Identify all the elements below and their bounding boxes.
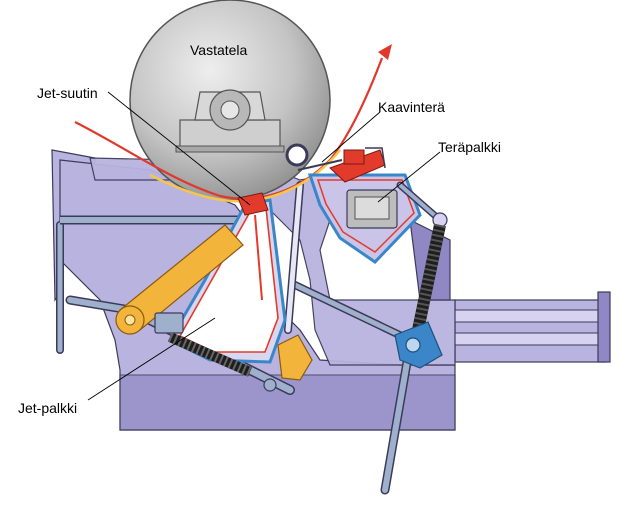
jet-beam <box>167 192 287 364</box>
label-terapalkki: Teräpalkki <box>438 139 501 155</box>
web-direction-arrow-icon <box>378 44 392 60</box>
leader-jet-suutin <box>107 91 251 206</box>
jet-beam-spring <box>167 332 277 392</box>
label-vastatela: Vastatela <box>190 42 248 58</box>
leader-terapalkki <box>377 151 441 203</box>
label-jet-palkki: Jet-palkki <box>18 400 77 416</box>
right-beam-rails <box>454 291 611 363</box>
leader-kaavintera <box>321 111 381 163</box>
label-jet-suutin: Jet-suutin <box>37 85 98 101</box>
blade-beam <box>285 143 448 264</box>
leader-jet-palkki <box>87 317 216 401</box>
jet-nozzle <box>237 192 269 216</box>
load-pivot <box>394 321 443 369</box>
label-kaavintera: Kaavinterä <box>378 99 445 115</box>
leader-lines <box>87 91 441 401</box>
hydraulic-cylinders <box>115 224 313 381</box>
blade-pivot-ring <box>285 143 309 167</box>
backing-roll <box>129 0 331 201</box>
blade-spring <box>412 223 446 332</box>
